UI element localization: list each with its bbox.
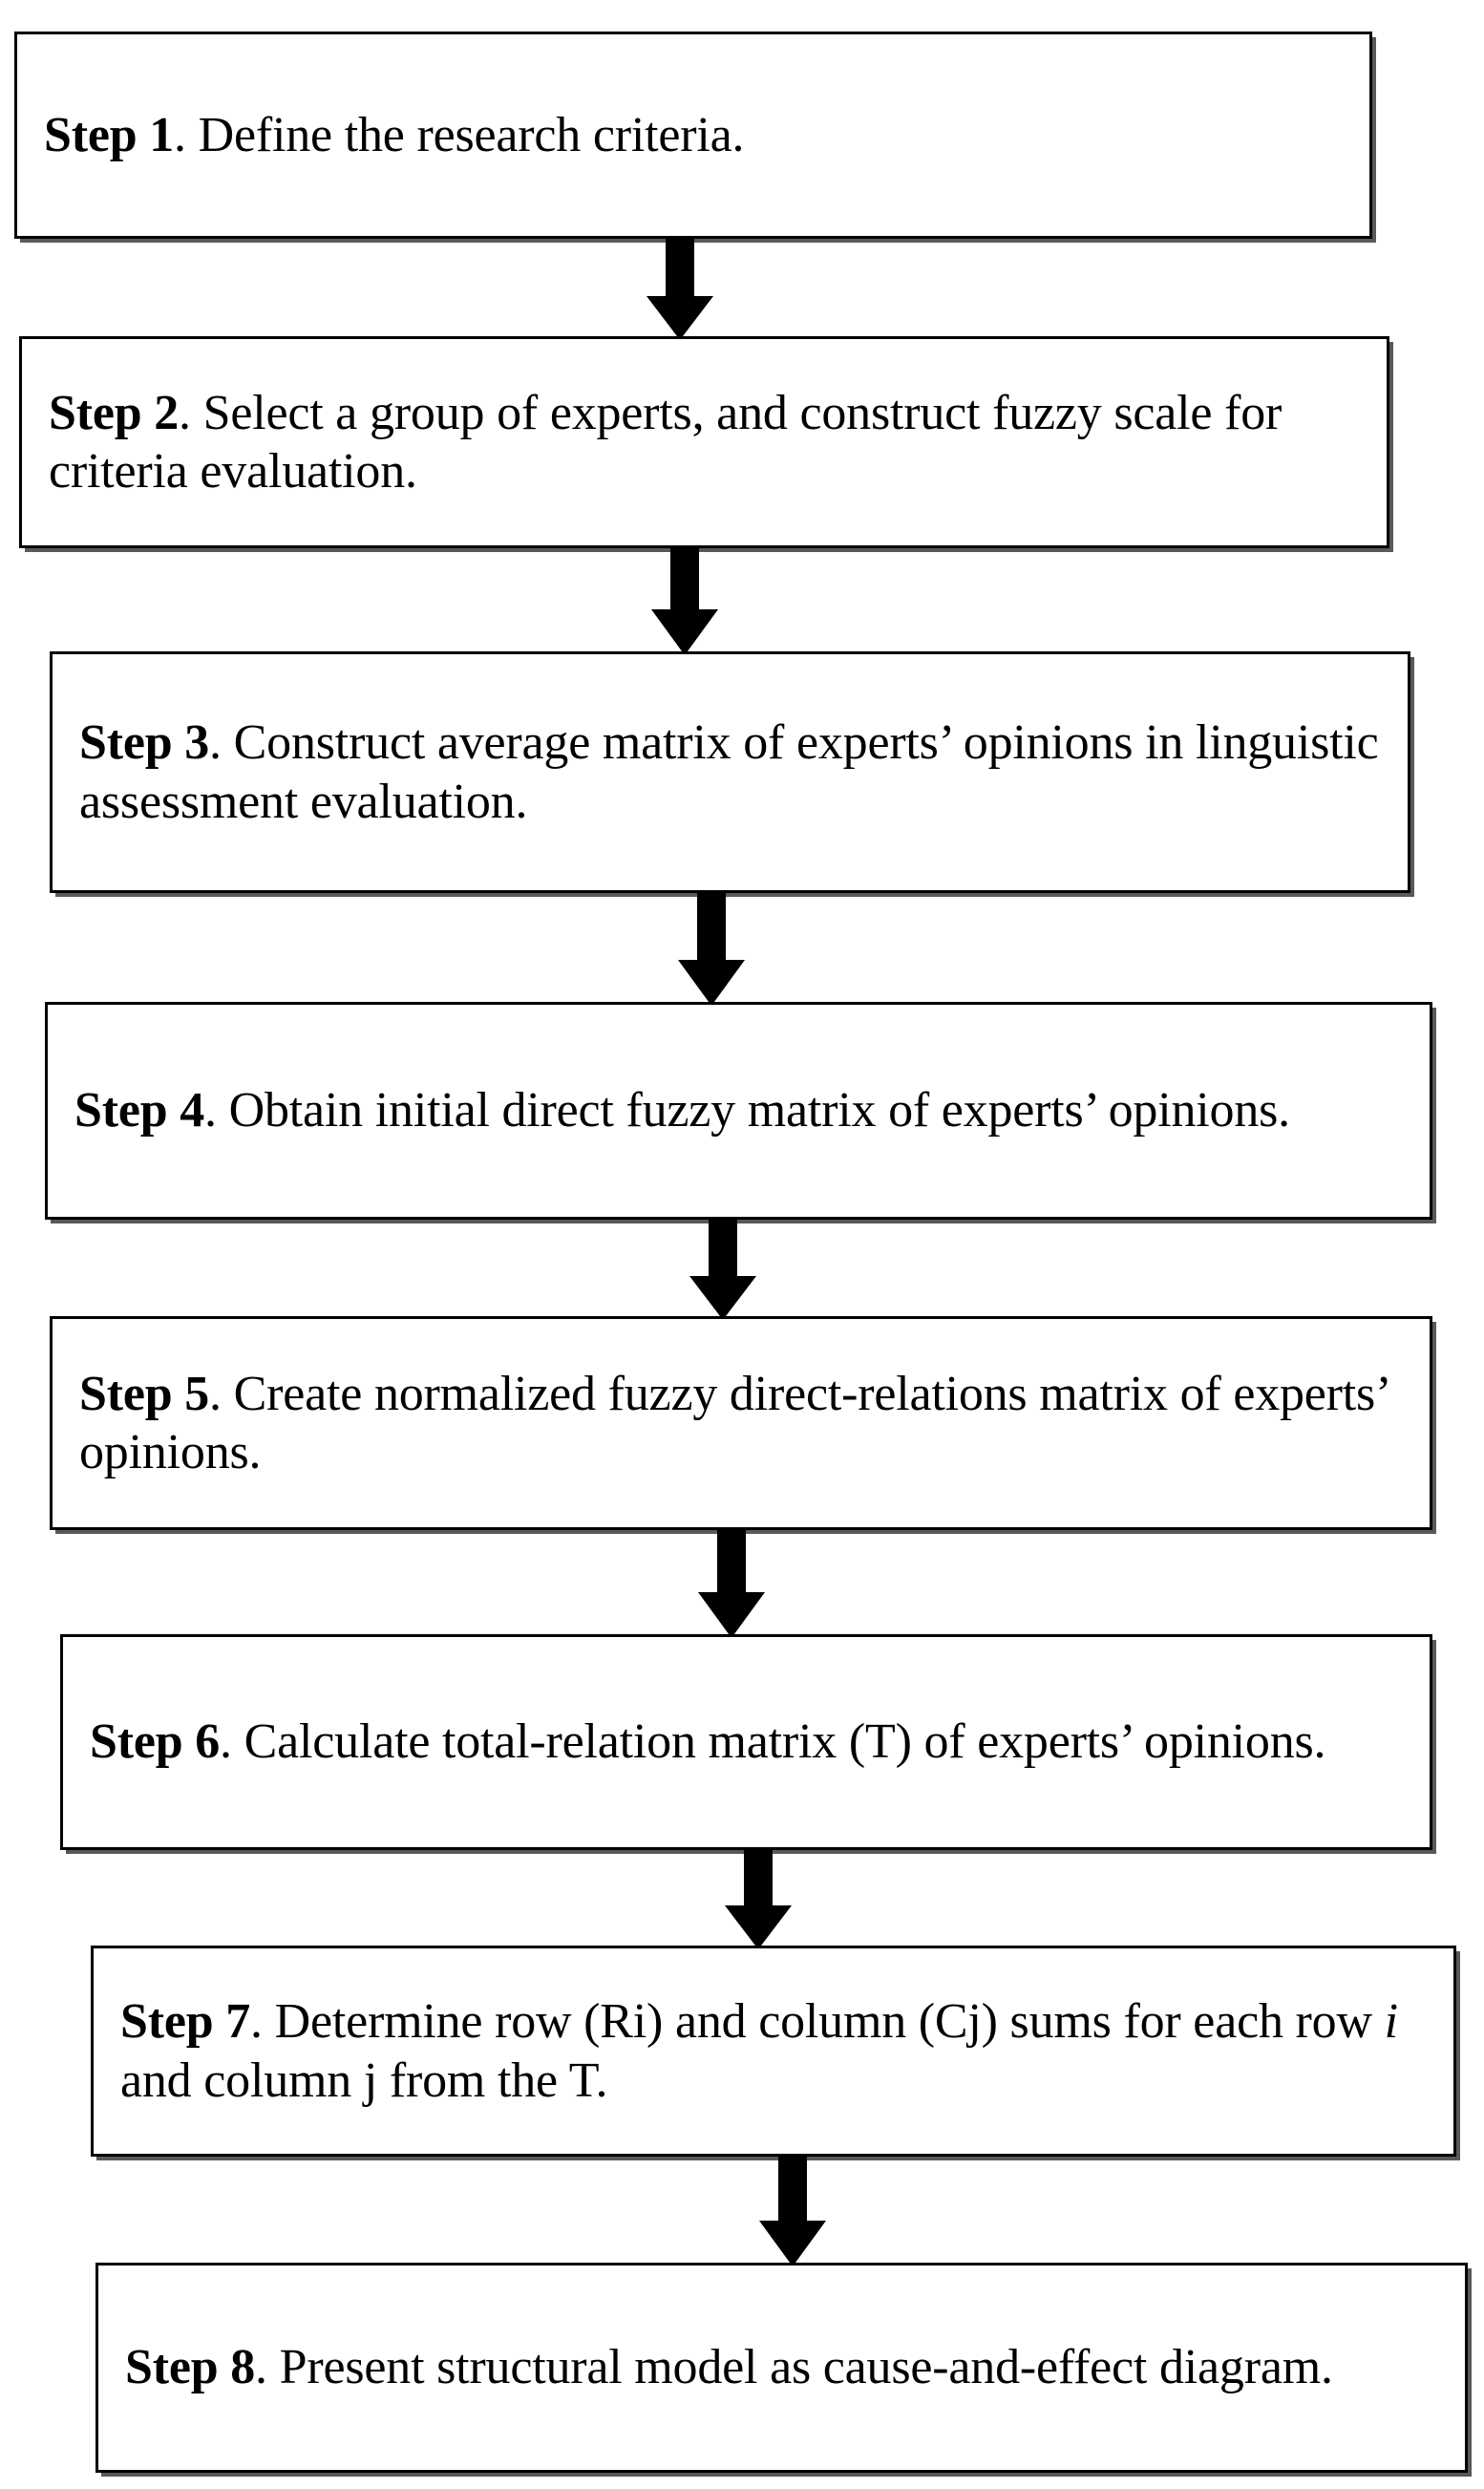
arrow-step6-to-step7 xyxy=(722,1848,795,1951)
step-box-1[interactable]: Step 1. Define the research criteria. xyxy=(14,32,1372,239)
step-box-4[interactable]: Step 4. Obtain initial direct fuzzy matr… xyxy=(45,1002,1432,1220)
step-8-description: Present structural model as cause-and-ef… xyxy=(279,2340,1333,2395)
step-6-label: Step 6 xyxy=(90,1714,221,1770)
step-box-2[interactable]: Step 2. Select a group of experts, and c… xyxy=(19,336,1389,548)
step-4-description: Obtain initial direct fuzzy matrix of ex… xyxy=(228,1083,1290,1138)
step-3-description: Construct average matrix of experts’ opi… xyxy=(79,715,1379,829)
step-5-text: Step 5. Create normalized fuzzy direct-r… xyxy=(53,1365,1430,1482)
step-1-label: Step 1 xyxy=(44,107,175,162)
step-7-body: . xyxy=(250,1994,275,2050)
step-2-text: Step 2. Select a group of experts, and c… xyxy=(22,384,1387,501)
step-7-description-b: and column j from the T. xyxy=(120,2053,608,2108)
step-6-text: Step 6. Calculate total-relation matrix … xyxy=(63,1713,1430,1771)
step-4-label: Step 4 xyxy=(74,1083,205,1138)
step-3-body: . xyxy=(209,715,234,771)
step-8-text: Step 8. Present structural model as caus… xyxy=(98,2338,1465,2396)
step-1-description: Define the research criteria. xyxy=(198,107,745,162)
step-4-body: . xyxy=(204,1083,229,1138)
step-8-body: . xyxy=(255,2340,280,2395)
arrow-step5-to-step6 xyxy=(695,1528,768,1640)
arrow-step7-to-step8 xyxy=(756,2155,829,2268)
step-box-3[interactable]: Step 3. Construct average matrix of expe… xyxy=(50,651,1410,893)
step-5-body: . xyxy=(209,1366,234,1421)
step-2-description: Select a group of experts, and construct… xyxy=(49,385,1283,499)
step-7-text: Step 7. Determine row (Ri) and column (C… xyxy=(94,1992,1453,2110)
step-2-label: Step 2 xyxy=(49,385,180,440)
step-3-text: Step 3. Construct average matrix of expe… xyxy=(53,713,1408,831)
step-box-8[interactable]: Step 8. Present structural model as caus… xyxy=(95,2263,1468,2473)
step-box-5[interactable]: Step 5. Create normalized fuzzy direct-r… xyxy=(50,1316,1432,1530)
step-box-7[interactable]: Step 7. Determine row (Ri) and column (C… xyxy=(91,1946,1456,2157)
step-7-description-a: Determine row (Ri) and column (Cj) sums … xyxy=(274,1994,1385,2050)
arrow-step1-to-step2 xyxy=(644,237,716,342)
arrow-step3-to-step4 xyxy=(675,891,748,1008)
step-5-description: Create normalized fuzzy direct-relations… xyxy=(79,1366,1389,1479)
step-6-description: Calculate total-relation matrix (T) of e… xyxy=(244,1714,1326,1770)
step-1-text: Step 1. Define the research criteria. xyxy=(17,106,1369,164)
arrow-step4-to-step5 xyxy=(687,1218,759,1322)
step-4-text: Step 4. Obtain initial direct fuzzy matr… xyxy=(48,1081,1430,1139)
step-2-body: . xyxy=(179,385,203,440)
step-3-label: Step 3 xyxy=(79,715,210,771)
step-box-6[interactable]: Step 6. Calculate total-relation matrix … xyxy=(60,1634,1432,1850)
step-7-row-index-italic: i xyxy=(1384,1994,1398,2050)
arrow-step2-to-step3 xyxy=(648,546,721,657)
step-8-label: Step 8 xyxy=(125,2340,256,2395)
step-1-body: . xyxy=(174,107,199,162)
step-6-body: . xyxy=(220,1714,244,1770)
step-5-label: Step 5 xyxy=(79,1366,210,1421)
step-7-label: Step 7 xyxy=(120,1994,251,2050)
